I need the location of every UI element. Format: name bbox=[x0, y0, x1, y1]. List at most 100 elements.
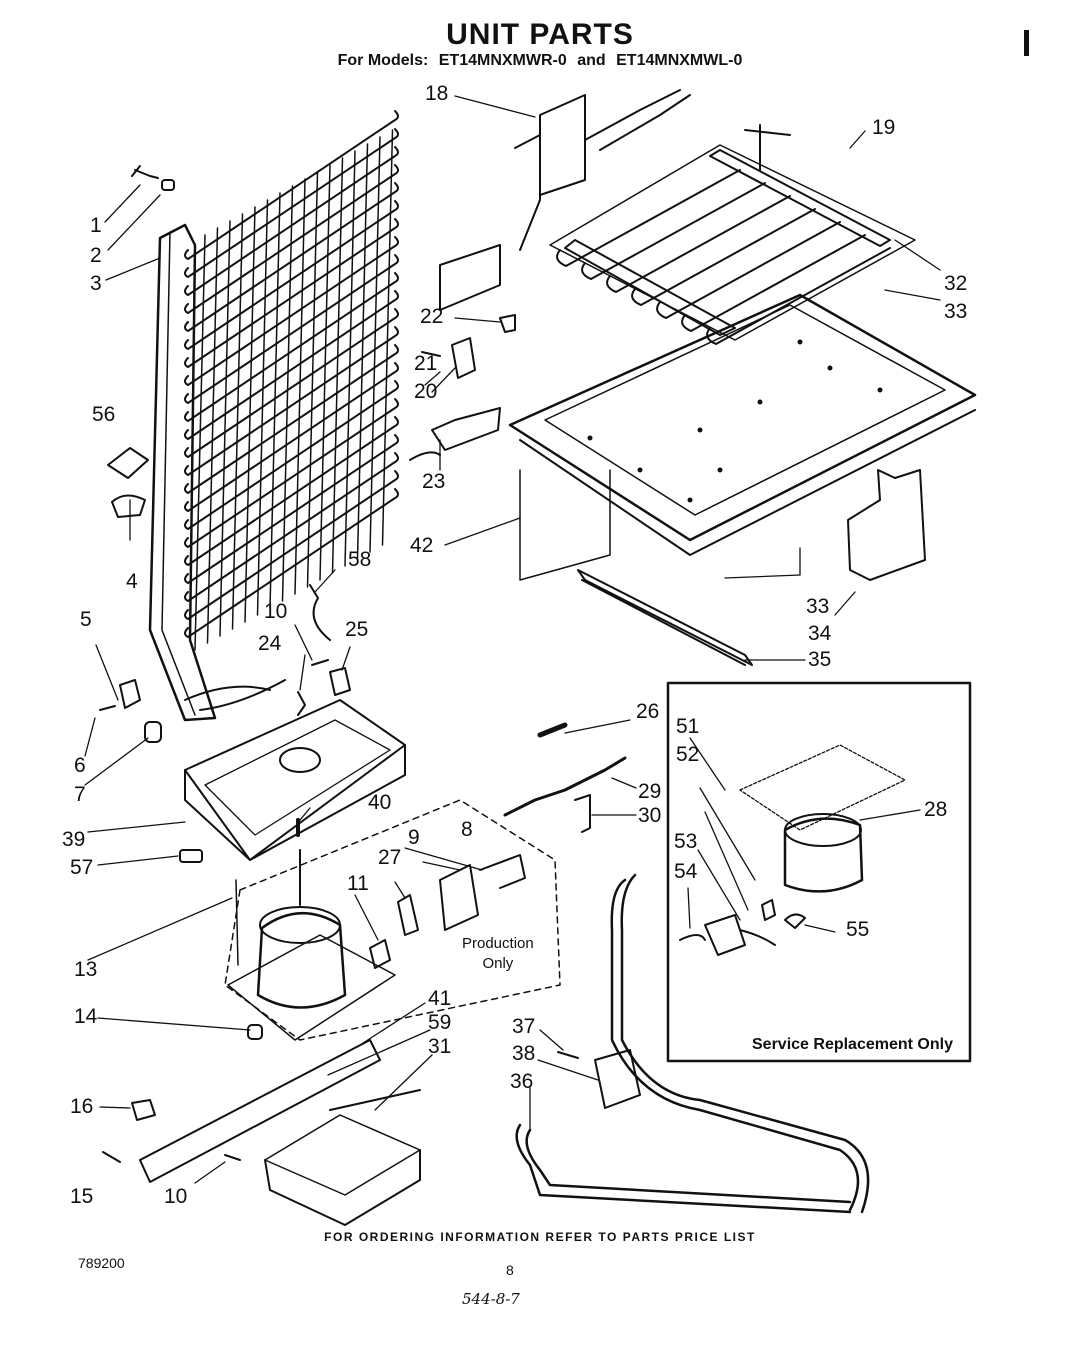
callout-42: 42 bbox=[410, 534, 434, 557]
evaporator-tube bbox=[706, 247, 891, 345]
callout-41: 41 bbox=[428, 987, 452, 1010]
callout-5: 5 bbox=[80, 608, 92, 631]
evaporator-tube bbox=[681, 234, 866, 332]
callout-2: 2 bbox=[90, 244, 102, 267]
condenser-wire bbox=[219, 220, 231, 637]
condenser-tube bbox=[184, 362, 399, 512]
pad-57 bbox=[179, 849, 203, 863]
condenser-tube bbox=[184, 452, 399, 602]
tray-rivet bbox=[637, 467, 643, 473]
evaporator-tube bbox=[556, 169, 741, 267]
callout-39: 39 bbox=[62, 828, 86, 851]
condenser-wire bbox=[269, 192, 281, 609]
screw-and-grommet-top bbox=[131, 165, 175, 191]
condenser-tube bbox=[184, 254, 399, 404]
callout-51: 51 bbox=[676, 715, 700, 738]
callout-3: 3 bbox=[90, 272, 102, 295]
evaporator-tube bbox=[631, 208, 816, 306]
tray-rivet bbox=[877, 387, 883, 393]
callout-18: 18 bbox=[425, 82, 449, 105]
ordering-info: FOR ORDERING INFORMATION REFER TO PARTS … bbox=[324, 1230, 756, 1244]
callout-25: 25 bbox=[345, 618, 369, 641]
gasket-strip-35 bbox=[577, 569, 753, 666]
tray-rivet bbox=[697, 427, 703, 433]
condenser-wire bbox=[231, 213, 244, 630]
models-line: For Models: ET14MNXMWR-0 and ET14MNXMWL-… bbox=[0, 52, 1080, 70]
drain-pan-39 bbox=[184, 699, 406, 861]
callout-22: 22 bbox=[420, 305, 444, 328]
callout-57: 57 bbox=[70, 856, 94, 879]
callout-29: 29 bbox=[638, 780, 662, 803]
callout-58: 58 bbox=[348, 548, 372, 571]
condenser-wire bbox=[194, 234, 206, 651]
condenser-wire bbox=[281, 185, 294, 602]
callout-34: 34 bbox=[808, 622, 832, 645]
compressor bbox=[227, 818, 396, 1041]
condenser-tube bbox=[184, 218, 399, 368]
callout-21: 21 bbox=[414, 352, 438, 375]
condenser-wire bbox=[381, 129, 394, 546]
diagram-title: UNIT PARTS bbox=[446, 18, 634, 51]
callout-8: 8 bbox=[461, 818, 473, 841]
evaporator-tube bbox=[606, 195, 791, 293]
callout-19: 19 bbox=[872, 116, 896, 139]
corner-mark bbox=[1024, 30, 1029, 56]
shield-34 bbox=[847, 469, 926, 581]
callout-13: 13 bbox=[74, 958, 98, 981]
condenser-wire bbox=[356, 143, 369, 560]
thermostat-bracket bbox=[409, 314, 516, 461]
terminal-block bbox=[557, 1049, 641, 1109]
callout-6: 6 bbox=[74, 754, 86, 777]
callout-30: 30 bbox=[638, 804, 662, 827]
callout-33-lower: 33 bbox=[806, 595, 830, 618]
condenser-tube bbox=[184, 434, 399, 584]
condenser-tube bbox=[184, 398, 399, 548]
condenser-tube bbox=[184, 308, 399, 458]
model-a: ET14MNXMWR-0 bbox=[438, 52, 567, 69]
callout-35: 35 bbox=[808, 648, 832, 671]
callout-20: 20 bbox=[414, 380, 438, 403]
evaporator-coil bbox=[549, 124, 916, 345]
service-compressor bbox=[679, 744, 906, 956]
condenser-wire bbox=[294, 178, 306, 595]
condenser-wire bbox=[344, 150, 356, 567]
production-only-outline bbox=[224, 799, 561, 1041]
callout-54: 54 bbox=[674, 860, 698, 883]
callout-31: 31 bbox=[428, 1035, 452, 1058]
condenser-wire bbox=[331, 157, 344, 574]
models-prefix: For Models: bbox=[337, 52, 429, 69]
callout-15: 15 bbox=[70, 1185, 94, 1208]
evaporator-tube bbox=[581, 182, 766, 280]
condenser-tube bbox=[184, 200, 399, 350]
production-only-note: Production Only bbox=[462, 934, 534, 974]
misc-hardware bbox=[99, 584, 351, 1163]
callout-24: 24 bbox=[258, 632, 282, 655]
production-note-line2: Only bbox=[482, 955, 514, 972]
callout-33-right: 33 bbox=[944, 300, 968, 323]
compressor-base-frame bbox=[139, 1039, 421, 1226]
callout-59: 59 bbox=[428, 1011, 452, 1034]
leader-lines bbox=[84, 95, 941, 1184]
condenser-wire bbox=[306, 171, 319, 588]
callout-38: 38 bbox=[512, 1042, 536, 1065]
condenser-tube bbox=[184, 326, 399, 476]
tray-rivet bbox=[687, 497, 693, 503]
models-connector: and bbox=[577, 52, 606, 69]
callout-27: 27 bbox=[378, 846, 402, 869]
callout-11: 11 bbox=[347, 872, 369, 895]
callout-36: 36 bbox=[510, 1070, 534, 1093]
callout-55: 55 bbox=[846, 918, 870, 941]
clips-56-4 bbox=[107, 447, 149, 518]
callout-1: 1 bbox=[90, 214, 102, 237]
defrost-heater-18 bbox=[439, 89, 691, 311]
callout-10-upper: 10 bbox=[264, 600, 288, 623]
condenser-tube bbox=[184, 110, 399, 260]
condenser-tube bbox=[184, 128, 399, 278]
tray-rivet bbox=[717, 467, 723, 473]
callout-37: 37 bbox=[512, 1015, 536, 1038]
page-number: 8 bbox=[506, 1262, 514, 1278]
callout-56: 56 bbox=[92, 403, 116, 426]
condenser-wire bbox=[206, 227, 219, 644]
